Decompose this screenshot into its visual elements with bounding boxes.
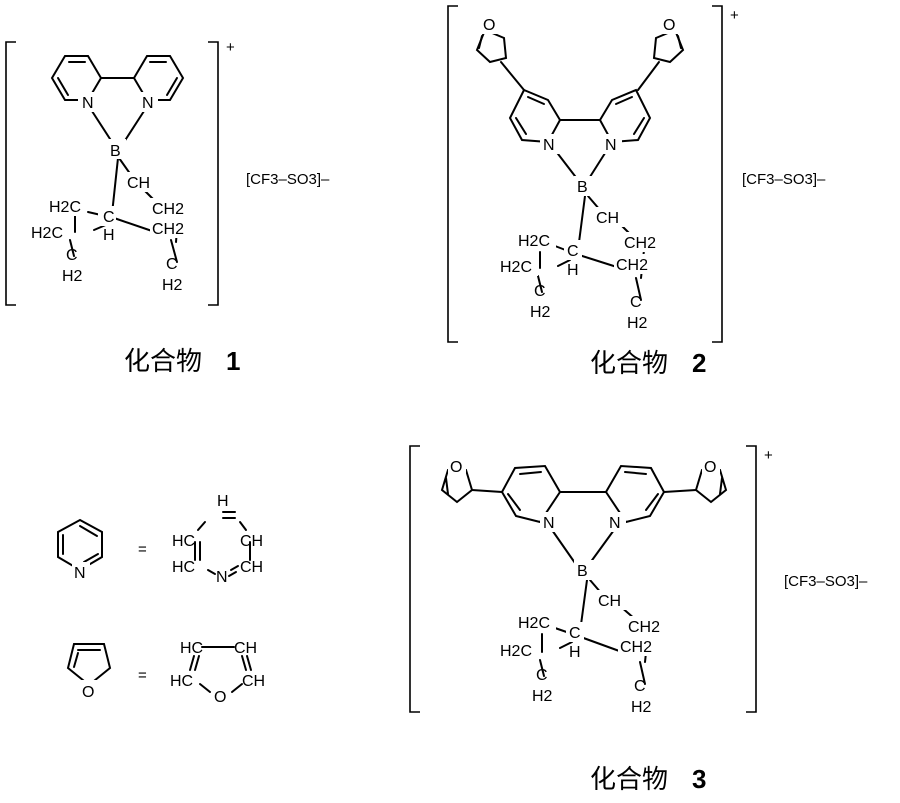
atom-label: C [634,678,646,695]
atom-label: H2 [62,268,83,285]
anion-label: [CF3–SO3]– [784,573,868,590]
atom-label: CH [240,559,263,576]
atom-label: H [569,644,581,661]
atom-label: H [217,493,229,510]
atom-label: H2 [627,315,648,332]
atom-label: O [663,17,675,34]
atom-label: CH2 [152,221,184,238]
left-bracket [409,445,420,713]
atom-label: CH [234,640,257,657]
atom-label: B [110,143,121,160]
atom-label: H2C [518,233,550,250]
legend-furan: O = HC CH HC O CH [66,640,265,706]
furan-ring-left [475,28,508,64]
atom-label: O [450,459,462,476]
compound-caption: 化合物 [124,347,202,377]
atom-label: C [103,209,115,226]
compound-number: 3 [692,764,706,794]
atom-label: H2C [518,615,550,632]
right-bracket [712,5,723,343]
atom-label: HC [172,533,195,550]
compound-1-atom-labels: N N B CH H2C CH2 C H H2C CH2 C H2 C H2 [28,92,206,294]
atom-label: H2C [500,643,532,660]
atom-label: O [82,684,94,701]
atom-label: C [534,283,546,300]
atom-label: C [567,243,579,260]
equals-sign: = [138,541,147,558]
atom-label: C [166,256,178,273]
cation-charge: + [764,447,773,464]
equals-sign: = [138,667,147,684]
furan-ring-right [652,28,685,64]
atom-label: O [483,17,495,34]
anion-label: [CF3–SO3]– [246,171,330,188]
compound-2-atom-labels: O O N N B CH H2C CH2 C H H2C CH2 C H2 C [482,14,678,332]
atom-label: C [630,294,642,311]
atom-label: CH2 [616,257,648,274]
legend-pyridine: N = H HC CH HC N CH [57,493,263,586]
atom-label: CH [598,593,621,610]
atom-label: H [103,227,115,244]
furan-icon [66,643,112,687]
atom-label: CH [242,673,265,690]
compound-1: + N N B CH [5,39,330,377]
atom-label: B [577,563,588,580]
atom-label: CH2 [620,639,652,656]
atom-label: H2 [532,688,553,705]
atom-label: N [609,515,621,532]
left-bracket [447,5,458,343]
atom-label: H2C [31,225,63,242]
atom-label: H2 [530,304,551,321]
anion-label: [CF3–SO3]– [742,171,826,188]
atom-label: B [577,179,588,196]
atom-label: HC [172,559,195,576]
atom-label: N [142,95,154,112]
atom-label: O [704,459,716,476]
atom-label: CH [127,175,150,192]
compound-3-atom-labels: O O N N B CH H2C CH2 C H H2C CH2 C H2 C [448,456,720,716]
atom-label: H [567,262,579,279]
atom-label: C [66,247,78,264]
cation-charge: + [226,39,235,56]
cation-charge: + [730,7,739,24]
atom-label: CH2 [628,619,660,636]
right-bracket [208,41,219,306]
compound-2: + O O [447,5,826,379]
compound-number: 2 [692,348,706,378]
atom-label: N [82,95,94,112]
atom-label: H2 [162,277,183,294]
atom-label: N [543,515,555,532]
compound-caption: 化合物 [590,765,668,795]
atom-label: N [543,137,555,154]
compound-3: + O O [409,445,868,795]
atom-label: CH [596,210,619,227]
atom-label: C [536,667,548,684]
atom-label: HC [170,673,193,690]
atom-label: H2 [631,699,652,716]
atom-label: N [605,137,617,154]
atom-label: CH2 [624,235,656,252]
left-bracket [5,41,16,306]
compound-number: 1 [226,346,240,376]
atom-label: C [569,625,581,642]
atom-label: H2C [500,259,532,276]
compound-caption: 化合物 [590,349,668,379]
atom-label: O [214,689,226,706]
atom-label: HC [180,640,203,657]
atom-label: H2C [49,199,81,216]
right-bracket [746,445,757,713]
atom-label: N [74,565,86,582]
atom-label: CH2 [152,201,184,218]
atom-label: N [216,569,228,586]
atom-label: CH [240,533,263,550]
